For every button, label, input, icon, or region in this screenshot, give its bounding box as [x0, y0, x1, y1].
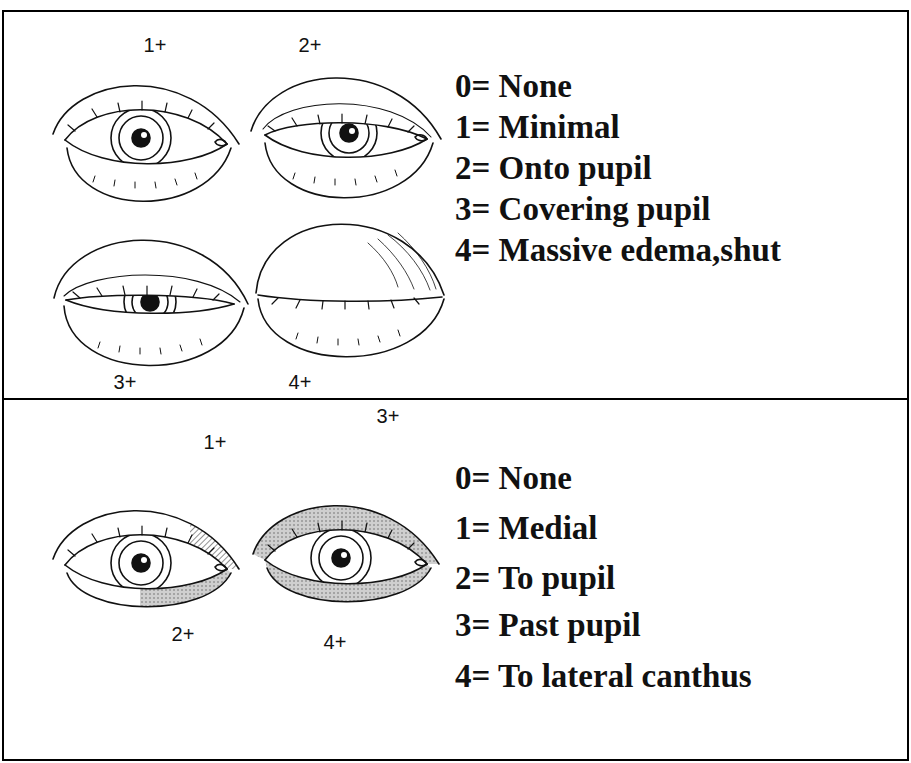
eye-drawing-part: [65, 110, 227, 144]
eye-drawing-part: [296, 330, 400, 345]
grade-label: 3+: [377, 406, 400, 426]
eye-drawing-part: [119, 541, 163, 585]
eye-drawing-part: [265, 135, 427, 157]
scale-entry: 2= To pupil: [455, 562, 615, 595]
eye-drawing-part: [53, 86, 239, 202]
eye-drawing-part: [111, 108, 171, 168]
eye-drawing-part: [111, 533, 171, 593]
grade-label: 3+: [114, 372, 137, 392]
eye-drawing-part: [321, 105, 377, 161]
eye-drawing-part: [272, 298, 419, 309]
scale-entry: 4= Massive edema,shut: [455, 234, 781, 267]
eye-drawing-part: [256, 224, 444, 357]
scale-entry: 3= Past pupil: [455, 609, 641, 642]
grade-label: 4+: [289, 372, 312, 392]
scale-entry: 0= None: [455, 462, 572, 495]
grade-label: 4+: [324, 632, 347, 652]
eye-drawing-part: [265, 530, 427, 564]
eye-drawing-part: [340, 124, 358, 142]
eye-drawing-part: [111, 108, 171, 168]
scale-entry: 0= None: [455, 70, 572, 103]
scale-panel: 1+ 2+ 0= None 1= Minimal 2= Onto pupil 3= Cov…: [2, 10, 909, 400]
eye-drawing-part: [132, 129, 150, 147]
eye-drawing-part: [368, 233, 436, 290]
eye-drawing-part: [54, 240, 248, 365]
eye-drawing-part: [349, 128, 355, 134]
eye-drawing-part: [311, 528, 371, 588]
eye-drawing-part: [256, 224, 444, 295]
eye-drawing-part: [329, 113, 369, 153]
eye-drawing-part: [215, 139, 227, 145]
eye-drawing-part: [54, 240, 248, 304]
eye-drawing-part: [66, 300, 234, 313]
eye-drawing-part: [111, 533, 171, 593]
grade-label: 1+: [204, 432, 227, 452]
eye-drawing-part: [98, 339, 202, 354]
scale-entry: 4= To lateral canthus: [455, 660, 752, 693]
eye-drawing-part: [66, 295, 234, 304]
eye-drawing-part: [141, 557, 147, 563]
scale-panel: 3+ 1+ 0= None 1= Medial 2= To pupil 3= Past p…: [2, 398, 909, 761]
eye-drawing-part: [190, 511, 239, 569]
eye-drawing-part: [415, 559, 427, 565]
eye-drawing-part: [93, 173, 197, 188]
eye-drawing-part: [65, 565, 227, 589]
grade-label: 2+: [299, 35, 322, 55]
eye-drawing-part: [73, 286, 219, 300]
eye-drawing-part: [132, 284, 168, 320]
eye-drawing-part: [332, 549, 350, 567]
eye-drawing-part: [268, 114, 414, 132]
eye-drawing-part: [215, 564, 227, 570]
eye-drawing-part: [268, 521, 414, 551]
eye-drawing-part: [319, 536, 363, 580]
eye-drawing-part: [124, 276, 176, 328]
scale-entry: 3= Covering pupil: [455, 193, 710, 226]
eye-drawing-part: [65, 535, 227, 569]
eye-drawing-part: [68, 101, 214, 131]
grade-label: 1+: [144, 35, 167, 55]
eye-drawing-part: [124, 276, 176, 328]
grade-label: 2+: [172, 624, 195, 644]
scale-entry: 1= Minimal: [455, 111, 620, 144]
eye-drawing-part: [311, 528, 371, 588]
eye-drawing-part: [141, 132, 147, 138]
scale-entry: 2= Onto pupil: [455, 152, 652, 185]
eye-drawing-part: [341, 552, 347, 558]
eye-drawing-part: [415, 135, 427, 141]
eye-drawing-part: [265, 123, 427, 139]
scale-entry: 1= Medial: [455, 512, 598, 545]
eye-drawing-part: [119, 116, 163, 160]
eye-drawing-part: [53, 511, 239, 607]
eye-drawing-part: [64, 306, 244, 366]
eye-drawing-part: [251, 78, 441, 198]
eye-drawing-part: [65, 140, 227, 164]
eye-drawing-part: [265, 560, 427, 584]
eye-drawing-part: [321, 105, 377, 161]
eye-drawing-part: [68, 526, 214, 556]
eye-drawing-part: [293, 170, 397, 185]
eye-drawing-part: [253, 506, 439, 602]
eye-drawing-part: [258, 299, 444, 357]
eye-drawing-part: [132, 554, 150, 572]
